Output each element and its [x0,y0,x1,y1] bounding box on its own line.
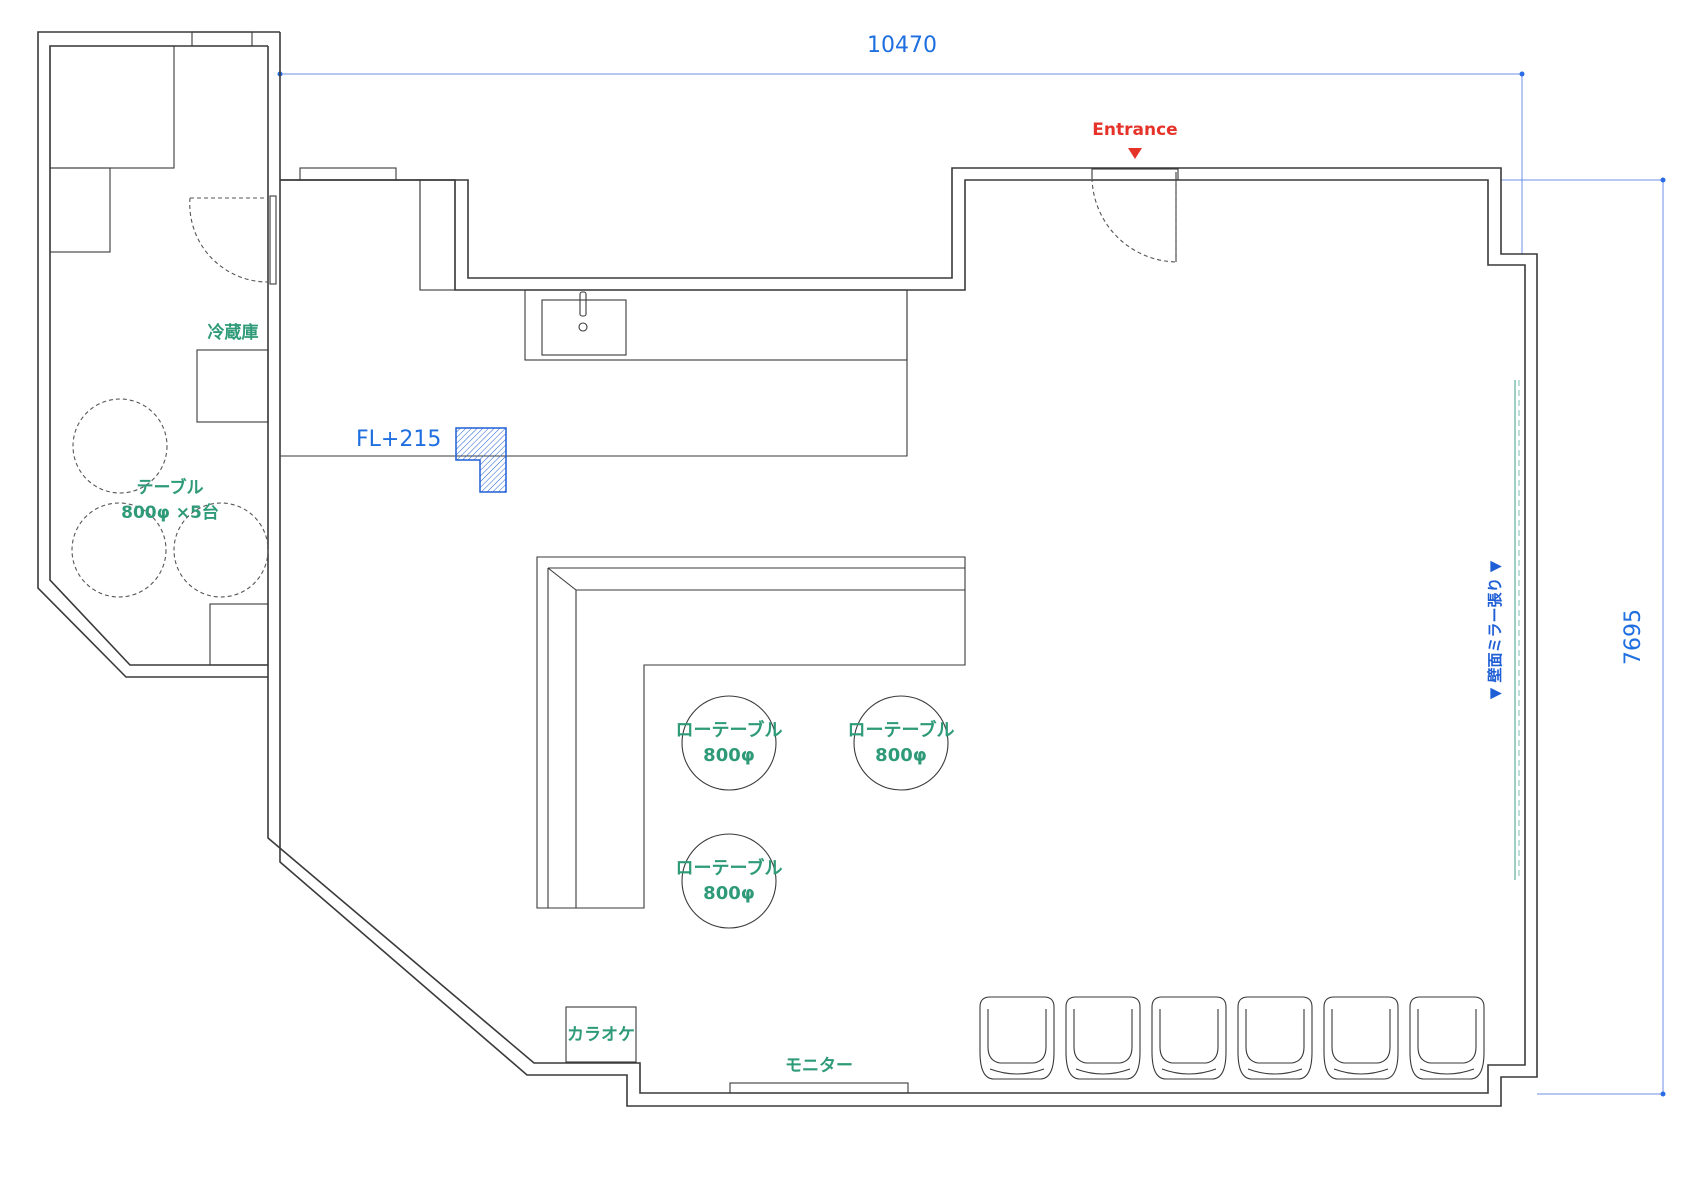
storage-unit [49,45,175,169]
width-dimension-label: 10470 [867,33,937,58]
low-table-label: ローテーブル [676,719,783,741]
annex-wall-outer [37,31,280,678]
low-table-size: 800φ [703,883,755,904]
chair [1065,996,1141,1080]
low-table-label: ローテーブル [848,719,955,741]
table-group-label: テーブル [137,477,204,498]
annex-door [269,195,277,285]
l-shaped-sofa [536,556,966,909]
low-table-size: 800φ [703,745,755,766]
monitor-unit [729,1082,909,1094]
refrigerator-unit [196,349,269,423]
entrance-arrow-icon [1128,148,1142,159]
chair [1409,996,1485,1080]
mirror-wall [1514,380,1520,880]
height-dimension-label: 7695 [1621,609,1646,665]
karaoke-unit [565,1006,637,1063]
dimension-height: 7695 [1501,177,1666,1097]
annex-wall-inner [49,45,268,666]
table-group-size: 800φ ×5台 [121,502,219,523]
low-table-size: 800φ [875,745,927,766]
floor-level-step [455,427,507,493]
karaoke-label: カラオケ [567,1025,635,1045]
entrance-door [1091,168,1179,263]
entrance-label: Entrance [1092,120,1177,140]
chair-row [979,996,1485,1080]
chair [1323,996,1399,1080]
sink [541,299,627,356]
monitor-label: モニター [785,1056,853,1076]
floor-level-label: FL+215 [356,427,441,452]
chair [1237,996,1313,1080]
low-table: ローテーブル 800φ [676,695,783,791]
refrigerator-label: 冷蔵庫 [208,322,259,343]
main-wall-outer [279,167,1538,1107]
mirror-label: ▼ 壁面ミラー張り ▼ [1486,560,1504,699]
dimension-width: 10470 [277,33,1525,254]
chair [979,996,1055,1080]
main-wall-inner [267,179,1526,1094]
annex-tables [71,398,269,598]
low-table: ローテーブル 800φ [676,833,783,929]
low-table: ローテーブル 800φ [848,695,955,791]
low-table-label: ローテーブル [676,857,783,879]
chair [1151,996,1227,1080]
